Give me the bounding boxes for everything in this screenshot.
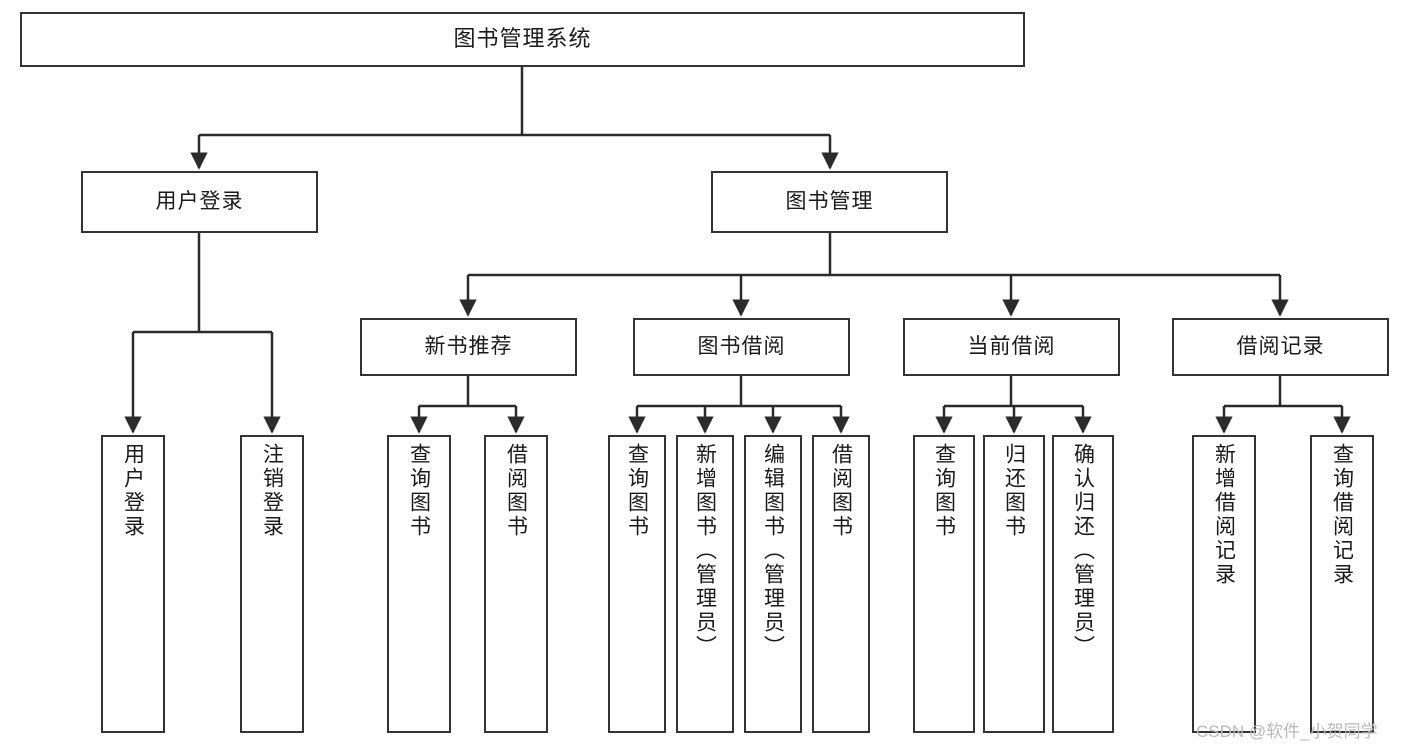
node-user-login-label: 用户登录 (155, 190, 244, 214)
node-current-borrow-label: 当前借阅 (967, 335, 1056, 359)
leaf-return-book[interactable]: 归还图书 (983, 435, 1045, 733)
node-book-management[interactable]: 图书管理 (711, 171, 948, 233)
leaf-user-login-label: 用户登录 (121, 443, 145, 539)
node-book-borrow-label: 图书借阅 (697, 335, 786, 359)
leaf-confirm-return-admin-label: 确认归还（管理员） (1071, 443, 1095, 659)
leaf-query-book-2-label: 查询图书 (625, 443, 649, 539)
node-user-login[interactable]: 用户登录 (81, 171, 318, 233)
leaf-borrow-book-1[interactable]: 借阅图书 (484, 435, 548, 733)
node-book-management-label: 图书管理 (785, 190, 874, 214)
leaf-logout[interactable]: 注销登录 (240, 435, 304, 733)
node-new-book-recommend[interactable]: 新书推荐 (360, 318, 577, 376)
leaf-confirm-return-admin[interactable]: 确认归还（管理员） (1052, 435, 1114, 733)
node-borrow-record[interactable]: 借阅记录 (1172, 318, 1389, 376)
node-root-label: 图书管理系统 (453, 26, 592, 52)
leaf-edit-book-admin-label: 编辑图书（管理员） (761, 443, 785, 659)
leaf-borrow-book-1-label: 借阅图书 (504, 443, 528, 539)
leaf-query-borrow-record-label: 查询借阅记录 (1330, 443, 1354, 587)
leaf-logout-label: 注销登录 (260, 443, 284, 539)
leaf-query-borrow-record[interactable]: 查询借阅记录 (1310, 435, 1374, 733)
leaf-add-borrow-record-label: 新增借阅记录 (1212, 443, 1236, 587)
node-root[interactable]: 图书管理系统 (20, 12, 1025, 67)
leaf-query-book-1-label: 查询图书 (407, 443, 431, 539)
leaf-add-book-admin[interactable]: 新增图书（管理员） (676, 435, 734, 733)
leaf-add-borrow-record[interactable]: 新增借阅记录 (1192, 435, 1256, 733)
leaf-return-book-label: 归还图书 (1002, 443, 1026, 539)
leaf-query-book-3[interactable]: 查询图书 (913, 435, 975, 733)
node-book-borrow[interactable]: 图书借阅 (633, 318, 850, 376)
node-new-book-recommend-label: 新书推荐 (424, 335, 513, 359)
node-current-borrow[interactable]: 当前借阅 (903, 318, 1120, 376)
leaf-add-book-admin-label: 新增图书（管理员） (693, 443, 717, 659)
leaf-query-book-1[interactable]: 查询图书 (387, 435, 451, 733)
leaf-borrow-book-2[interactable]: 借阅图书 (812, 435, 870, 733)
leaf-query-book-2[interactable]: 查询图书 (608, 435, 666, 733)
leaf-edit-book-admin[interactable]: 编辑图书（管理员） (744, 435, 802, 733)
leaf-borrow-book-2-label: 借阅图书 (829, 443, 853, 539)
leaf-query-book-3-label: 查询图书 (932, 443, 956, 539)
leaf-user-login[interactable]: 用户登录 (101, 435, 165, 733)
csdn-watermark: CSDN @软件_小贺同学 (1196, 722, 1378, 741)
node-borrow-record-label: 借阅记录 (1236, 335, 1325, 359)
